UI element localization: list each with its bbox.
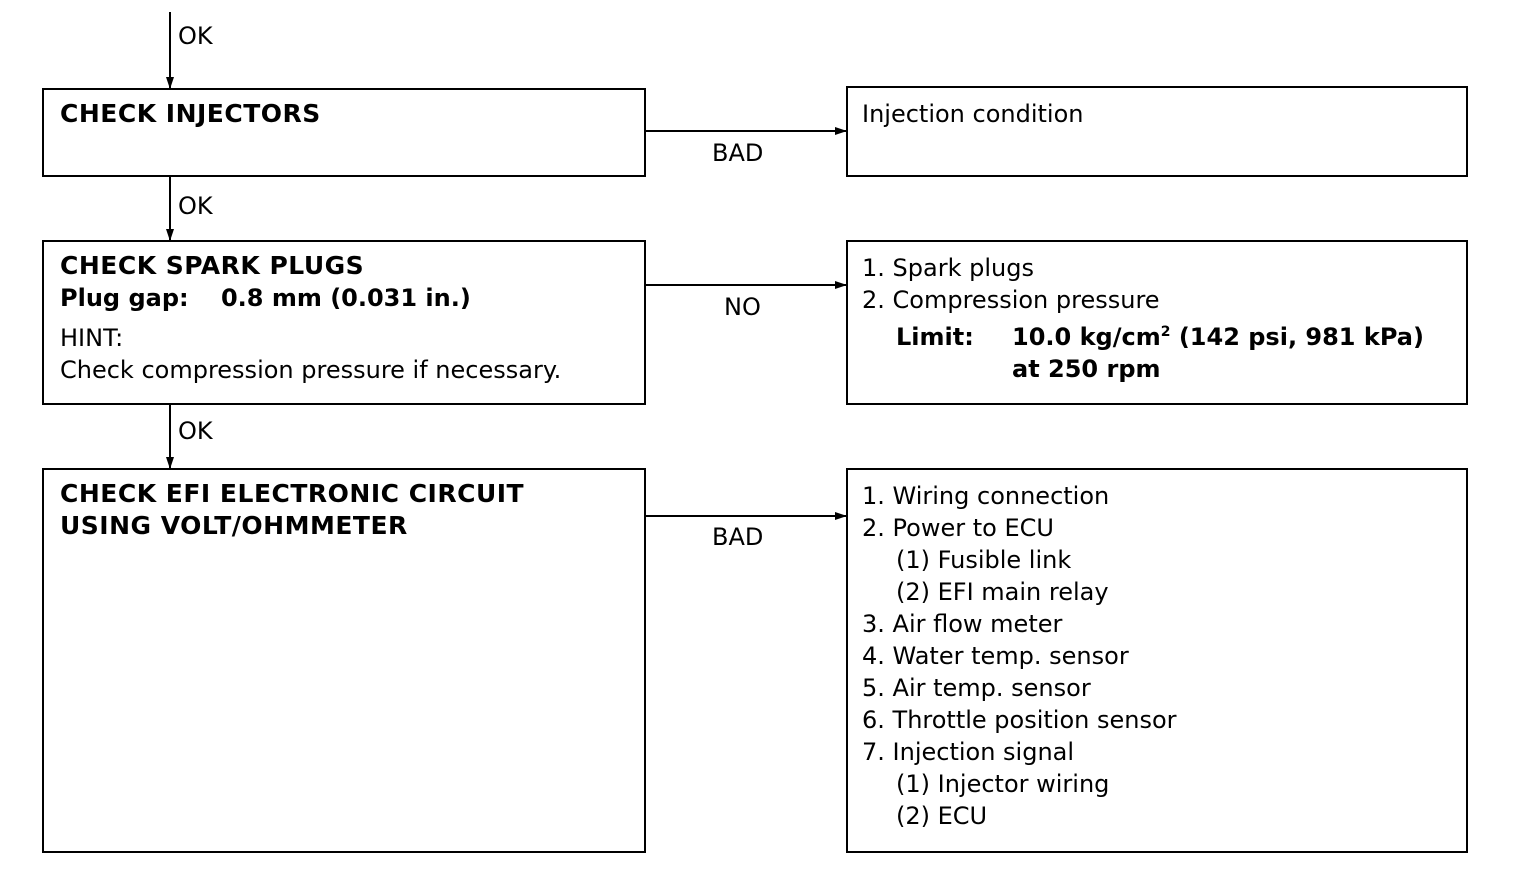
ok-label-injectors: OK — [178, 192, 213, 220]
check-injectors-box: CHECK INJECTORS — [42, 88, 646, 177]
efi-item-6: 6. Throttle position sensor — [862, 706, 1177, 734]
bad-label-efi: BAD — [712, 523, 764, 551]
spark-result-item-1: 1. Spark plugs — [862, 254, 1034, 282]
limit-value-sup: 2 — [1160, 324, 1171, 340]
efi-item-7: 7. Injection signal — [862, 738, 1075, 766]
limit-rpm: at 250 rpm — [1012, 355, 1161, 383]
efi-item-2-1: (1) Fusible link — [896, 546, 1072, 574]
efi-item-2-2: (2) EFI main relay — [896, 578, 1109, 606]
bad-label-injectors: BAD — [712, 139, 764, 167]
hint-label: HINT: — [60, 324, 124, 352]
check-efi-title-line-1: CHECK EFI ELECTRONIC CIRCUIT — [60, 479, 525, 508]
efi-result-box: 1. Wiring connection 2. Power to ECU (1)… — [846, 468, 1468, 853]
plug-gap-row: Plug gap: 0.8 mm (0.031 in.) — [60, 282, 628, 314]
injection-condition-box: Injection condition — [846, 86, 1468, 177]
limit-value: 10.0 kg/cm2 (142 psi, 981 kPa) — [1012, 323, 1424, 351]
spark-result-item-2: 2. Compression pressure — [862, 286, 1160, 314]
plug-gap-label: Plug gap: — [60, 284, 189, 312]
limit-value-pre: 10.0 kg/cm — [1012, 323, 1161, 351]
efi-item-5: 5. Air temp. sensor — [862, 674, 1091, 702]
injection-condition-text: Injection condition — [862, 100, 1084, 128]
plug-gap-value: 0.8 mm (0.031 in.) — [220, 284, 471, 312]
ok-label-top: OK — [178, 22, 213, 50]
compression-limit-row: Limit: 10.0 kg/cm2 (142 psi, 981 kPa) — [862, 316, 1452, 353]
limit-label: Limit: — [896, 323, 974, 351]
no-label-spark: NO — [724, 293, 761, 321]
spark-result-box: 1. Spark plugs 2. Compression pressure L… — [846, 240, 1468, 405]
efi-item-7-2: (2) ECU — [896, 802, 988, 830]
efi-item-1: 1. Wiring connection — [862, 482, 1110, 510]
hint-text: Check compression pressure if necessary. — [60, 356, 562, 384]
efi-item-2: 2. Power to ECU — [862, 514, 1054, 542]
check-spark-plugs-title: CHECK SPARK PLUGS — [60, 251, 365, 280]
efi-item-7-1: (1) Injector wiring — [896, 770, 1110, 798]
check-injectors-title: CHECK INJECTORS — [60, 99, 321, 128]
check-spark-plugs-box: CHECK SPARK PLUGS Plug gap: 0.8 mm (0.03… — [42, 240, 646, 405]
limit-value-post: (142 psi, 981 kPa) — [1170, 323, 1424, 351]
efi-item-3: 3. Air flow meter — [862, 610, 1063, 638]
check-efi-box: CHECK EFI ELECTRONIC CIRCUIT USING VOLT/… — [42, 468, 646, 853]
ok-label-spark: OK — [178, 417, 213, 445]
check-efi-title-line-2: USING VOLT/OHMMETER — [60, 511, 408, 540]
efi-item-4: 4. Water temp. sensor — [862, 642, 1129, 670]
